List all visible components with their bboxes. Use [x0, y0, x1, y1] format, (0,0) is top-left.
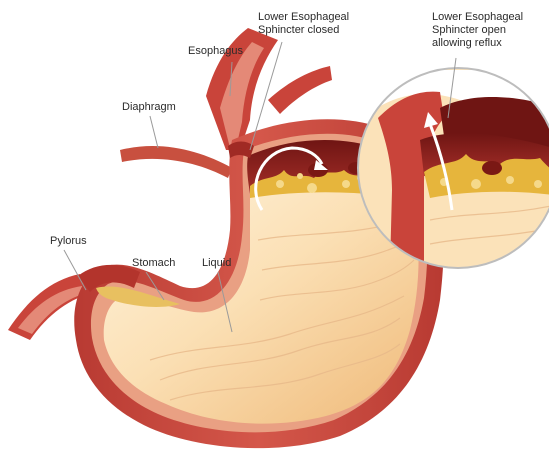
label-sphincter-open: Lower Esophageal Sphincter open allowing… — [432, 11, 523, 50]
magnified-inset — [358, 68, 549, 268]
label-sphincter-open-line3: allowing reflux — [432, 37, 523, 50]
label-esophagus: Esophagus — [188, 45, 243, 58]
leader-diaphragm — [150, 116, 158, 148]
label-sphincter-closed-line1: Lower Esophageal — [258, 11, 349, 24]
label-diaphragm: Diaphragm — [122, 101, 176, 114]
label-pylorus: Pylorus — [50, 235, 87, 248]
label-liquid: Liquid — [202, 257, 231, 270]
label-sphincter-open-line2: Sphincter open — [432, 24, 523, 37]
label-sphincter-closed-line2: Sphincter closed — [258, 24, 349, 37]
artery-right — [268, 66, 332, 114]
label-stomach: Stomach — [132, 257, 175, 270]
label-sphincter-closed: Lower Esophageal Sphincter closed — [258, 11, 349, 37]
label-sphincter-open-line1: Lower Esophageal — [432, 11, 523, 24]
